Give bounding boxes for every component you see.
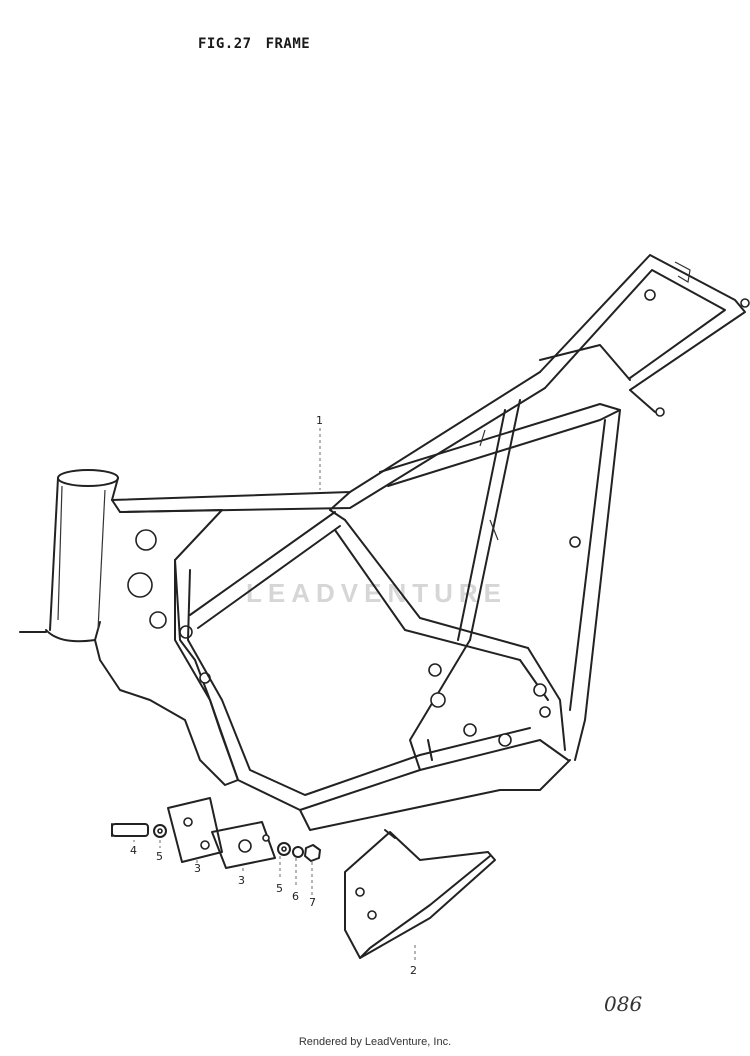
head-gusset: [94, 499, 239, 786]
washer-5a: [153, 824, 167, 838]
watermark: LEADVENTURE: [246, 578, 508, 608]
page-code: 086: [604, 992, 643, 1016]
callout-1: 1: [316, 414, 323, 427]
bracket-3b: [211, 821, 276, 869]
figure-number: FIG.27: [198, 36, 252, 52]
callout-3a: 3: [194, 862, 201, 875]
footer-credit: Rendered by LeadVenture, Inc.: [298, 1036, 452, 1048]
callout-4: 4: [130, 844, 137, 857]
nut-7: [304, 844, 321, 862]
callout-5b: 5: [276, 882, 283, 895]
bolt-4: [111, 823, 149, 837]
down-tube-loop: [174, 559, 571, 831]
leaders: [133, 840, 416, 962]
lockwasher-6: [292, 846, 304, 858]
callout-6: 6: [292, 890, 299, 903]
callout-2: 2: [410, 964, 417, 977]
skid-plate-2: [344, 829, 496, 959]
rear-subframe: [379, 254, 750, 487]
top-tube: [111, 371, 546, 521]
callout-3b: 3: [238, 874, 245, 887]
rear-stays: [457, 399, 621, 761]
washer-5b: [277, 842, 291, 856]
center-braces: [174, 509, 529, 661]
callout-7: 7: [309, 896, 316, 909]
steering-head: [19, 469, 119, 643]
figure-name: FRAME: [265, 36, 311, 52]
figure-title: FIG.27 FRAME: [198, 36, 324, 52]
callout-5a: 5: [156, 850, 163, 863]
bracket-3a: [167, 797, 223, 863]
